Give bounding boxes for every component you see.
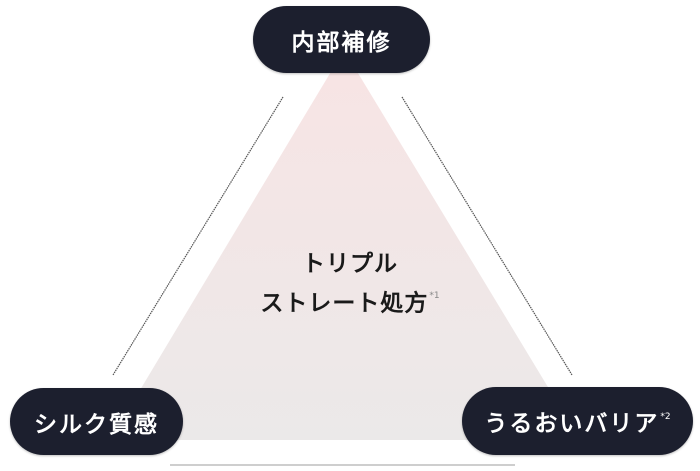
- footnote-marker: *2: [660, 412, 671, 422]
- vertex-silk-texture: シルク質感: [10, 388, 183, 455]
- footnote-marker: *1: [429, 291, 440, 301]
- vertex-label: シルク質感: [34, 411, 159, 438]
- right-connector-line: [401, 96, 573, 376]
- vertex-moisture-barrier: うるおいバリア*2: [462, 387, 693, 455]
- center-title-line2: ストレート処方: [260, 290, 429, 317]
- center-title: トリプル ストレート処方*1: [230, 246, 470, 322]
- vertex-label: うるおいバリア: [484, 411, 660, 437]
- left-connector-line: [112, 96, 284, 376]
- center-title-line1: トリプル: [302, 251, 398, 277]
- center-title-line2-wrap: ストレート処方*1: [230, 282, 470, 322]
- vertex-label: 内部補修: [291, 29, 392, 56]
- vertex-internal-repair: 内部補修: [253, 6, 430, 73]
- triangle-fill: [110, 50, 580, 440]
